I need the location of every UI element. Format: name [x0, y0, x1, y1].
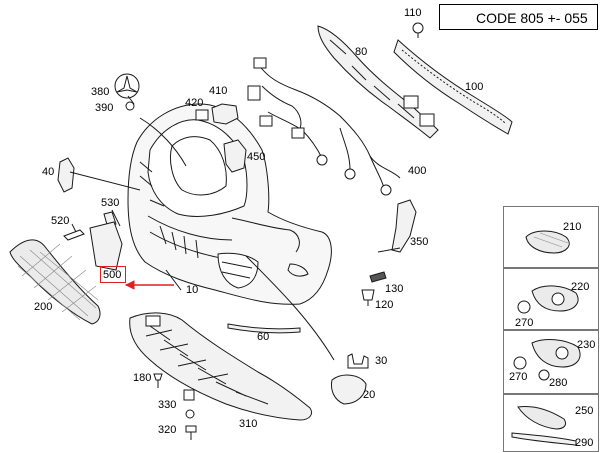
highlight-part-label: 500	[103, 269, 122, 281]
part-label-10: 10	[186, 284, 199, 296]
part-label-310: 310	[239, 418, 258, 430]
part-label-410: 410	[209, 85, 228, 97]
part-label-290: 290	[575, 437, 594, 449]
part-label-130: 130	[385, 283, 404, 295]
part-label-100: 100	[465, 81, 484, 93]
part-label-280: 280	[549, 377, 568, 389]
part-label-270-b: 270	[509, 371, 528, 383]
side-panel-4	[503, 394, 599, 452]
part-label-270-a: 270	[515, 317, 534, 329]
part-label-60: 60	[257, 331, 270, 343]
part-label-400: 400	[408, 165, 427, 177]
wiring-harness	[247, 57, 401, 196]
lower-grille	[9, 239, 101, 325]
leader-lines	[69, 95, 401, 361]
part-label-80: 80	[355, 46, 368, 58]
part-label-390: 390	[95, 102, 114, 114]
plate-panel	[89, 221, 123, 271]
part-label-180: 180	[133, 372, 152, 384]
part-label-380: 380	[91, 86, 110, 98]
part-label-350: 350	[410, 236, 429, 248]
part-label-200: 200	[34, 301, 53, 313]
fasteners	[153, 22, 424, 440]
part-label-420: 420	[185, 97, 204, 109]
part-label-530: 530	[101, 197, 120, 209]
part-label-320: 320	[158, 424, 177, 436]
side-panel-2	[503, 268, 599, 330]
part-label-250: 250	[575, 405, 594, 417]
side-panel-1	[503, 206, 599, 268]
tow-cover	[331, 374, 367, 405]
trim-strip	[227, 323, 301, 334]
part-label-40: 40	[42, 166, 55, 178]
part-label-120: 120	[375, 299, 394, 311]
side-panel-3	[503, 330, 599, 394]
cover-520	[63, 229, 85, 241]
underbody-panel	[129, 312, 313, 421]
tow-bracket	[347, 353, 369, 369]
part-label-220: 220	[571, 281, 590, 293]
absorber-part	[317, 25, 439, 139]
code-label: CODE 805 +- 055	[476, 10, 588, 26]
highlight-box	[100, 266, 126, 283]
highlight-arrow	[124, 280, 174, 290]
part-label-520: 520	[51, 215, 70, 227]
part-label-330: 330	[158, 399, 177, 411]
grille-strip	[393, 39, 513, 135]
part-label-230: 230	[577, 339, 596, 351]
bracket-350	[391, 199, 417, 253]
part-label-450: 450	[247, 151, 266, 163]
part-label-110: 110	[404, 7, 422, 19]
bracket-40	[57, 157, 75, 193]
part-label-30: 30	[375, 355, 388, 367]
part-label-210: 210	[563, 221, 582, 233]
small-parts-top-left	[114, 73, 247, 173]
part-label-20: 20	[363, 389, 376, 401]
code-box: CODE 805 +- 055	[439, 4, 598, 30]
